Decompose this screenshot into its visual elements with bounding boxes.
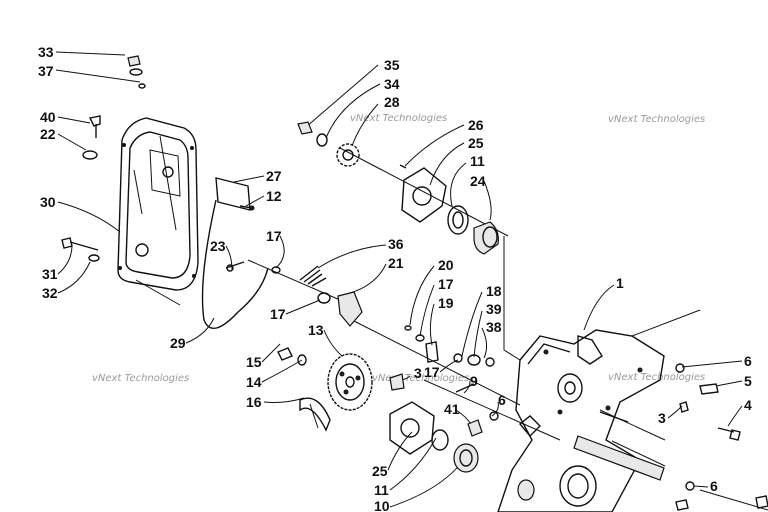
callout-number: 17	[266, 228, 282, 244]
callout-number: 20	[438, 257, 454, 273]
callout-number: 41	[444, 401, 460, 417]
callout-number: 28	[384, 94, 400, 110]
callout-number: 17	[270, 306, 286, 322]
callout-number: 10	[374, 498, 390, 512]
callout-number: 32	[42, 285, 58, 301]
callout-number: 17	[424, 364, 440, 380]
callout-number: 29	[170, 335, 186, 351]
callout-number: 9	[470, 373, 478, 389]
callout-number: 11	[374, 482, 389, 498]
callout-number: 26	[468, 117, 484, 133]
callout-number: 24	[470, 173, 486, 189]
callout-number: 15	[246, 354, 262, 370]
callout-number: 16	[246, 394, 262, 410]
callout-number: 35	[384, 57, 400, 73]
lower-bearing-flange	[389, 401, 479, 473]
access-plate	[215, 177, 255, 211]
brake-cable	[201, 199, 269, 329]
watermark: vNext Technologies	[608, 114, 705, 125]
callout-number: 3	[414, 365, 422, 381]
callout-number: 17	[438, 276, 454, 292]
callout-number: 25	[372, 463, 388, 479]
dipstick	[82, 115, 101, 160]
callout-number: 18	[486, 283, 502, 299]
watermarks: vNext Technologies vNext Technologies vN…	[92, 113, 705, 384]
callout-number: 5	[744, 373, 752, 389]
callout-number: 38	[486, 319, 502, 335]
lower-sprocket	[277, 347, 373, 411]
watermark: vNext Technologies	[350, 113, 447, 124]
callout-number: 40	[40, 109, 56, 125]
callout-number: 33	[38, 44, 54, 60]
axis-lines	[135, 147, 768, 511]
tensioner-spring	[271, 265, 363, 327]
callout-number: 21	[388, 255, 404, 271]
callout-number: 36	[388, 236, 404, 252]
callout-number: 14	[246, 374, 262, 390]
callout-number: 6	[498, 392, 506, 408]
callout-number: 19	[438, 295, 454, 311]
tensioner-hardware	[404, 325, 495, 367]
callout-labels: 33 37 40 22 30 31 32 27 12 23 29 17 36 2…	[38, 44, 752, 512]
callout-number: 6	[744, 353, 752, 369]
callout-number: 11	[470, 153, 485, 169]
callout-number: 3	[658, 410, 666, 426]
upper-bearing-flange	[399, 164, 499, 255]
chain-tensioner	[299, 397, 331, 432]
callout-number: 23	[210, 238, 226, 254]
callout-number: 13	[308, 322, 324, 338]
callout-number: 37	[38, 63, 54, 79]
watermark: vNext Technologies	[372, 373, 469, 384]
callout-number: 34	[384, 76, 400, 92]
callout-number: 6	[710, 478, 718, 494]
chaincase-housing	[497, 329, 665, 512]
leader-lines	[55, 51, 743, 508]
mounting-hardware	[675, 363, 768, 511]
watermark: vNext Technologies	[608, 372, 705, 383]
watermark: vNext Technologies	[92, 373, 189, 384]
callout-number: 31	[42, 266, 58, 282]
callout-number: 39	[486, 301, 502, 317]
callout-number: 1	[616, 275, 624, 291]
callout-number: 25	[468, 135, 484, 151]
tensioner-parts	[389, 373, 499, 437]
chaincase-cover	[117, 117, 199, 291]
drain-plug	[127, 55, 146, 89]
callout-number: 4	[744, 397, 752, 413]
callout-number: 22	[40, 126, 56, 142]
cover-bolt	[61, 237, 100, 262]
callout-number: 27	[266, 168, 282, 184]
callout-number: 12	[266, 188, 282, 204]
upper-sprocket	[297, 121, 360, 167]
callout-number: 30	[40, 194, 56, 210]
